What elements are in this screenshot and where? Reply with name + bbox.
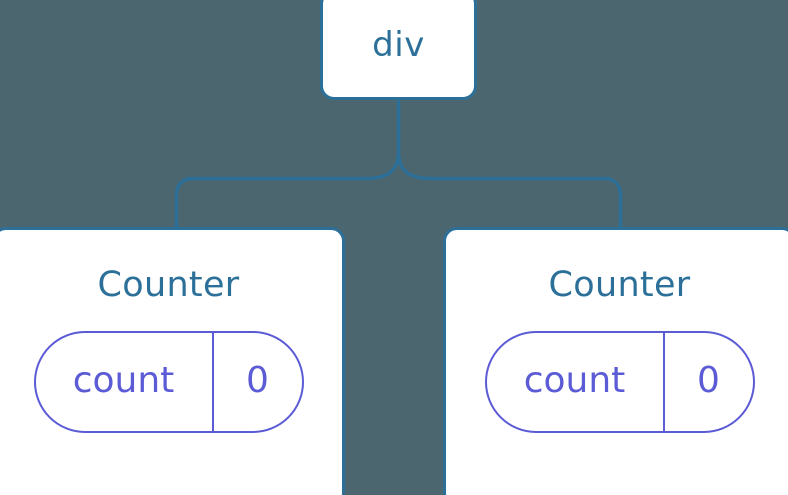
state-pill-left[interactable]: count 0 — [33, 331, 304, 433]
node-counter-right-label: Counter — [548, 265, 691, 305]
edge-root-to-right-child — [396, 151, 623, 228]
state-value-left: 0 — [211, 333, 302, 431]
state-pill-right[interactable]: count 0 — [484, 331, 755, 433]
node-counter-left-label: Counter — [97, 265, 240, 305]
state-key-left: count — [72, 359, 175, 401]
node-counter-left[interactable]: Counter count 0 — [0, 227, 345, 495]
node-div[interactable]: div — [320, 0, 477, 100]
edge-root-to-left-child — [174, 151, 401, 228]
node-div-label: div — [372, 25, 425, 65]
state-key-right: count — [523, 359, 626, 401]
state-value-right: 0 — [662, 333, 753, 431]
node-counter-right[interactable]: Counter count 0 — [443, 227, 788, 495]
